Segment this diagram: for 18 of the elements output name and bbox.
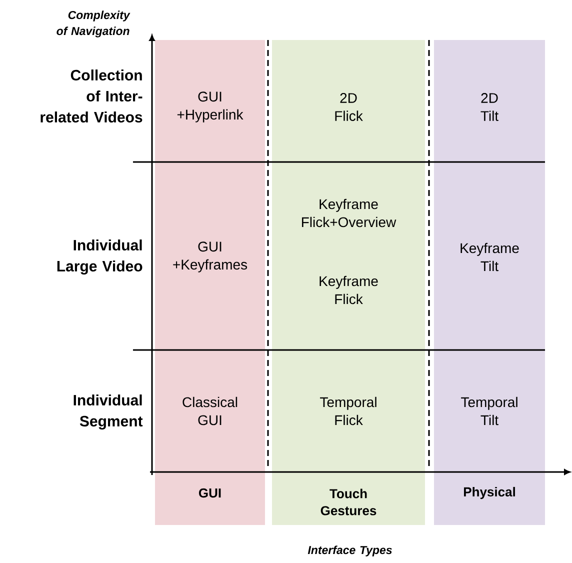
cell-text: Classical GUI — [182, 396, 238, 426]
cell-text: Temporal Tilt — [461, 396, 518, 426]
column-header: Physical — [464, 486, 515, 500]
cell-text: Keyframe Tilt — [460, 242, 519, 272]
column-band — [272, 40, 425, 525]
cell-text: 2D Tilt — [480, 93, 498, 121]
axis-title: Interface Types — [308, 546, 392, 556]
cell-text: 2D Flick — [335, 93, 363, 121]
cell-text: Keyframe Flick — [320, 276, 378, 304]
column-header: Touch Gestures — [320, 488, 376, 516]
column-header: GUI — [198, 488, 221, 498]
column-band — [155, 40, 265, 525]
cell-text: GUI +Keyframes — [173, 242, 248, 272]
cell-text: Keyframe Flick+Overview — [302, 198, 396, 228]
cell-text: Temporal Flick — [320, 396, 376, 426]
column-band — [434, 40, 545, 525]
cell-text: GUI +Hyperlink — [177, 92, 244, 122]
axis-title: Complexity of Navigation — [56, 10, 130, 38]
